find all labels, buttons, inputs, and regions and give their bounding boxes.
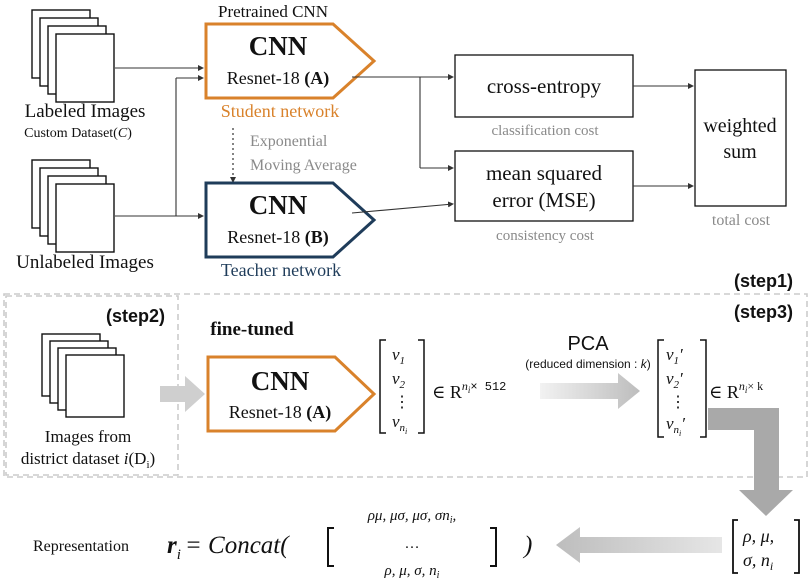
svg-text:σ, ni: σ, ni <box>743 550 773 573</box>
feature-vector: v1 v2 ⋮ vni <box>379 339 425 436</box>
consistency-cost-label: consistency cost <box>496 228 595 244</box>
weighted-sum-box <box>694 69 787 207</box>
weighted-sum-label-1: weighted <box>703 115 776 137</box>
concat-vector: ρμ, μσ, μσ, σni, … ρ, μ, σ, ni <box>327 508 497 581</box>
cost-connectors <box>633 83 694 189</box>
cross-entropy-label: cross-entropy <box>487 74 602 98</box>
fine-tuned-cnn-model: Resnet-18 (A) <box>229 402 331 423</box>
mse-box <box>454 150 634 222</box>
pca-note: (reduced dimension : k) <box>525 357 650 371</box>
student-output-connectors <box>351 74 454 214</box>
svg-text:vni′: vni′ <box>666 414 685 438</box>
fine-tuned-cnn-block <box>206 355 377 433</box>
student-network-label: Student network <box>221 101 340 121</box>
weighted-sum-label-2: sum <box>723 141 757 163</box>
svg-text:ρ, μ,: ρ, μ, <box>742 526 774 546</box>
svg-text:⋮: ⋮ <box>670 394 686 411</box>
fine-tuned-cnn-title: CNN <box>251 366 310 396</box>
pca-arrow <box>540 373 640 409</box>
representation-label: Representation <box>33 538 129 555</box>
representation-formula: ri= Concat( <box>167 532 290 563</box>
teacher-cnn-block <box>204 181 377 259</box>
step2-region <box>5 295 179 476</box>
step3-label: (step3) <box>734 302 793 322</box>
pretrained-cnn-label: Pretrained CNN <box>218 2 328 21</box>
feature-space-label: ∈ Rni× 512 <box>432 379 506 402</box>
step1-label: (step1) <box>734 271 793 291</box>
unlabeled-images-stack <box>31 159 115 253</box>
concat-arrow <box>556 527 722 563</box>
representation-close: ) <box>522 532 532 559</box>
labeled-images-label: Labeled Images <box>25 101 146 122</box>
teacher-network-label: Teacher network <box>221 260 341 280</box>
ema-label-2: Moving Average <box>250 157 357 174</box>
student-cnn-title: CNN <box>249 31 308 61</box>
svg-text:…: … <box>405 536 420 552</box>
student-cnn-model: Resnet-18 (A) <box>227 68 329 89</box>
ema-label-1: Exponential <box>250 133 328 150</box>
svg-text:⋮: ⋮ <box>394 394 410 411</box>
stats-down-arrow <box>708 408 793 516</box>
input-gray-arrow <box>160 376 205 412</box>
cross-entropy-box <box>454 54 634 118</box>
svg-text:v2: v2 <box>392 369 406 391</box>
pca-label: PCA <box>567 333 609 355</box>
unlabeled-images-label: Unlabeled Images <box>16 252 154 273</box>
stats-vector: ρ, μ, σ, ni <box>732 519 800 574</box>
student-cnn-block <box>204 22 377 100</box>
labeled-images-stack <box>31 9 115 103</box>
classification-cost-label: classification cost <box>491 123 599 139</box>
svg-text:ρ, μ, σ, ni: ρ, μ, σ, ni <box>384 563 440 581</box>
district-images-label-1: Images from <box>45 427 131 446</box>
reduced-space-label: ∈ Rni× k <box>709 379 763 402</box>
reduced-vector: v1′ v2′ ⋮ vni′ <box>657 339 707 438</box>
svg-text:v1: v1 <box>392 345 405 367</box>
fine-tuned-label: fine-tuned <box>210 319 294 340</box>
svg-text:ρμ, μσ, μσ, σni,: ρμ, μσ, μσ, σni, <box>367 508 457 526</box>
teacher-cnn-title: CNN <box>249 190 308 220</box>
teacher-cnn-model: Resnet-18 (B) <box>227 227 328 248</box>
svg-text:v2′: v2′ <box>666 369 683 391</box>
step3-region <box>3 293 808 478</box>
mse-label-2: error (MSE) <box>492 188 595 212</box>
svg-text:vni: vni <box>392 412 407 436</box>
step2-label: (step2) <box>106 306 165 326</box>
custom-dataset-label: Custom Dataset(C) <box>24 126 132 141</box>
mse-label-1: mean squared <box>486 161 603 185</box>
district-images-stack <box>41 333 125 418</box>
total-cost-label: total cost <box>712 212 771 229</box>
svg-text:v1′: v1′ <box>666 345 683 367</box>
district-images-label-2: district dataset i(Di) <box>21 449 155 471</box>
input-connectors <box>115 65 204 219</box>
